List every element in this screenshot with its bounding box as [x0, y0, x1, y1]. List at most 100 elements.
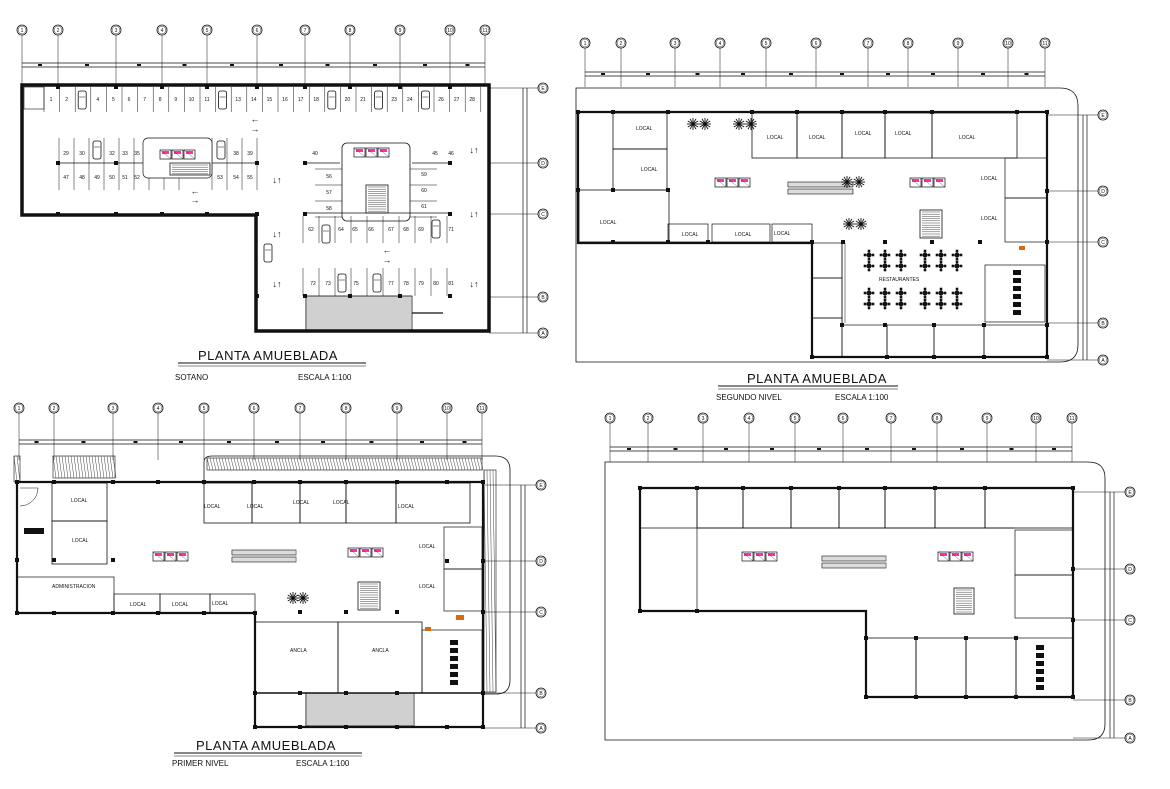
plant-leaf: [738, 123, 745, 128]
planter: [52, 455, 116, 479]
chair: [883, 298, 887, 302]
grid-bubble-inner: [1125, 488, 1134, 497]
plant-leaf: [855, 176, 860, 183]
grid-bubble-inner: [1031, 414, 1040, 423]
grid-bubble-inner: [301, 26, 310, 35]
structural-column: [883, 240, 887, 244]
planter-outline: [203, 455, 511, 695]
plant-leaf: [860, 223, 867, 228]
plant-icon: [699, 118, 711, 130]
elevator: [921, 177, 934, 188]
plant-icon: [287, 592, 299, 604]
grid-bubble-label: 5: [765, 41, 768, 47]
plant-leaf: [687, 120, 694, 125]
structural-column: [395, 691, 399, 695]
hatch-line: [299, 457, 304, 471]
chair: [919, 253, 923, 257]
grid-bubble-label: 8: [345, 406, 348, 412]
grid-bubble-label: 5: [794, 416, 797, 422]
hatch-line: [260, 457, 265, 471]
parking-space-number: 15: [267, 97, 273, 103]
structural-column: [156, 611, 160, 615]
plant-leaf: [692, 123, 697, 130]
hatch-line: [308, 457, 313, 471]
elevator-x: [365, 147, 378, 158]
plant-leaf: [843, 181, 848, 188]
structural-column: [864, 636, 868, 640]
plant-icon: [687, 118, 699, 130]
hatch-line: [392, 457, 397, 471]
elevator: [176, 551, 189, 562]
chair: [903, 264, 907, 268]
grid-bubble-inner: [446, 26, 455, 35]
parking-space-number: 67: [388, 227, 394, 233]
chair: [927, 302, 931, 306]
structural-column: [840, 323, 844, 327]
hatch-line: [374, 457, 379, 471]
chair: [899, 268, 903, 272]
grid-bubble-label: B: [1101, 321, 1105, 327]
structural-column: [983, 486, 987, 490]
elevator-car: [744, 553, 751, 556]
plant-leaf: [704, 123, 711, 128]
parking-space-number: 49: [94, 175, 100, 181]
grid-bubble-inner: [539, 293, 548, 302]
parking-space-number: 57: [326, 190, 332, 196]
hatch-line: [254, 457, 259, 471]
elevator-x: [738, 177, 751, 188]
hatch-line: [61, 455, 66, 479]
dimension-tick: [133, 441, 138, 443]
elevator: [371, 547, 384, 558]
grid-bubble-label: 7: [304, 28, 307, 34]
grid-bubble-label: B: [1128, 698, 1132, 704]
plant-leaf: [689, 118, 694, 125]
parking-space-number: 52: [134, 175, 140, 181]
plant-leaf: [848, 223, 855, 228]
structural-column: [1015, 110, 1019, 114]
grid-bubble-inner: [252, 26, 261, 35]
hatch-line: [344, 457, 349, 471]
plant-leaf: [858, 176, 863, 183]
hatch-line: [16, 455, 21, 483]
room-label-local: LOCAL: [767, 135, 784, 141]
restaurant-table-icon: [898, 290, 904, 296]
plant-leaf: [745, 123, 752, 128]
chair: [899, 257, 903, 261]
planter-hatch: [483, 469, 497, 693]
hatch-line: [449, 457, 454, 471]
chair: [935, 253, 939, 257]
parking-space-number: 50: [109, 175, 115, 181]
elevator: [937, 551, 950, 562]
hatch-line: [428, 457, 433, 471]
hatch-line: [407, 457, 412, 471]
car-icon: [431, 219, 441, 239]
room-labels-segundo-nivel: LOCAL LOCAL LOCAL LOCAL LOCAL LOCAL LOCA…: [600, 126, 998, 283]
parking-space-number: 80: [433, 281, 439, 287]
structural-column: [344, 725, 348, 729]
chair: [887, 291, 891, 295]
parking-space-number: 61: [421, 204, 427, 210]
hatch-line: [233, 457, 238, 471]
chair: [887, 253, 891, 257]
chair: [899, 295, 903, 299]
parking-space-number: 45: [432, 151, 438, 157]
dimension-tick: [1052, 448, 1056, 450]
hatch-line: [416, 457, 421, 471]
grid-bubble-inner: [983, 414, 992, 423]
structural-column: [255, 85, 259, 89]
grid-bubble-inner: [199, 404, 208, 413]
chair: [943, 291, 947, 295]
dimension-tick: [230, 64, 234, 66]
room-label-local: LOCAL: [247, 504, 264, 510]
stairwell: [919, 209, 943, 239]
chair: [867, 249, 871, 253]
structural-column: [914, 695, 918, 699]
parking-space-number: 38: [233, 151, 239, 157]
chair: [939, 287, 943, 291]
parking-space-number: 9: [174, 97, 177, 103]
elevator: [726, 177, 739, 188]
elevator-car: [186, 151, 193, 154]
room-label-local: LOCAL: [172, 602, 189, 608]
parking-space-number: 78: [403, 281, 409, 287]
